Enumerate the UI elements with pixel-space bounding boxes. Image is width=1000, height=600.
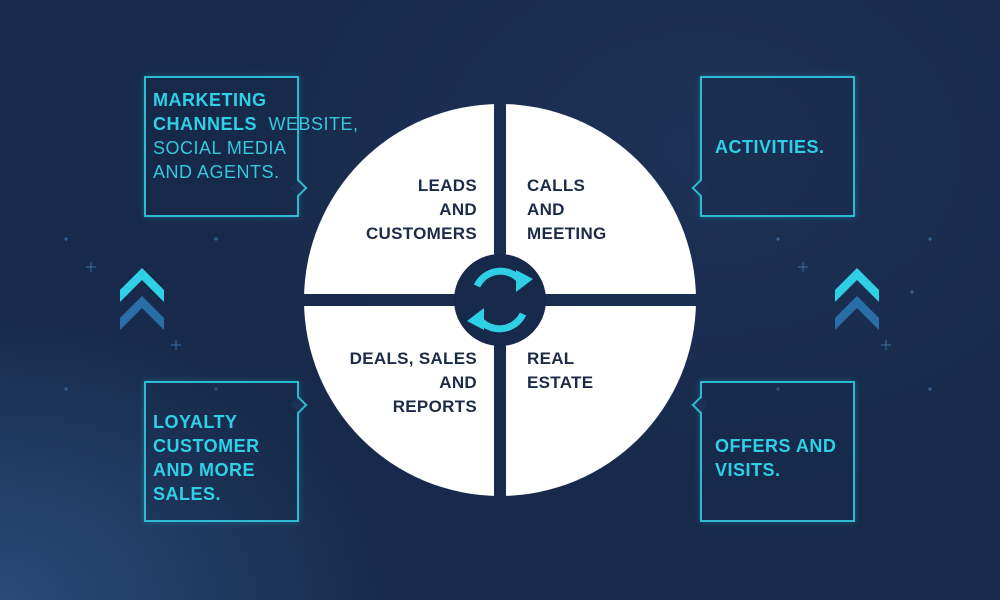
- callout-text-offers: OFFERS AND VISITS.: [715, 434, 836, 482]
- callout-title-line: MARKETING: [153, 90, 267, 110]
- quadrant-label-line: MEETING: [527, 224, 607, 243]
- callout-body-line: AND AGENTS.: [153, 162, 280, 182]
- callout-line: CUSTOMER: [153, 436, 260, 456]
- quadrant-label-line: AND: [527, 200, 565, 219]
- callout-line: SALES.: [153, 484, 222, 504]
- quadrant-label-line: CALLS: [527, 176, 586, 195]
- callout-line: AND MORE: [153, 460, 255, 480]
- callout-loyalty: [144, 381, 308, 522]
- callout-marketing-channels: [144, 76, 308, 217]
- quadrant-label-line: DEALS, SALES: [349, 349, 477, 368]
- quadrant-label-line: CUSTOMERS: [365, 224, 477, 243]
- quadrant-label-line: REPORTS: [392, 397, 477, 416]
- quadrant-label-line: ESTATE: [527, 373, 594, 392]
- left-chevron-up-double-icon: [120, 268, 164, 330]
- quadrant-bottom-right: [506, 306, 696, 496]
- quadrant-label-line: AND: [439, 200, 477, 219]
- callout-body-line: SOCIAL MEDIA: [153, 138, 287, 158]
- quadrant-label-leads: LEADS AND CUSTOMERS: [366, 174, 477, 246]
- callout-offers: [691, 381, 855, 522]
- quadrant-label-deals: DEALS, SALES AND REPORTS: [350, 347, 477, 419]
- callout-title-line: CHANNELS: [153, 114, 258, 134]
- callout-text-loyalty: LOYALTY CUSTOMER AND MORE SALES.: [153, 410, 260, 506]
- callout-text-marketing: MARKETING CHANNELS WEBSITE, SOCIAL MEDIA…: [153, 88, 359, 184]
- callout-line: VISITS.: [715, 460, 781, 480]
- sparkle-decorations: [64, 237, 932, 391]
- refresh-cycle-icon: [467, 267, 533, 333]
- callout-text-activities: ACTIVITIES.: [715, 135, 825, 159]
- callout-body-line: WEBSITE,: [268, 114, 359, 134]
- callout-line: ACTIVITIES.: [715, 137, 825, 157]
- quadrant-label-line: AND: [439, 373, 477, 392]
- callout-activities: [691, 76, 855, 217]
- quadrant-label-line: REAL: [527, 349, 575, 368]
- quadrant-label-line: LEADS: [417, 176, 477, 195]
- right-chevron-up-double-icon: [835, 268, 879, 330]
- callout-line: OFFERS AND: [715, 436, 837, 456]
- quadrant-label-real-estate: REAL ESTATE: [527, 347, 593, 395]
- quadrant-label-calls: CALLS AND MEETING: [527, 174, 607, 246]
- quadrant-circle: [304, 104, 696, 496]
- callout-line: LOYALTY: [153, 412, 238, 432]
